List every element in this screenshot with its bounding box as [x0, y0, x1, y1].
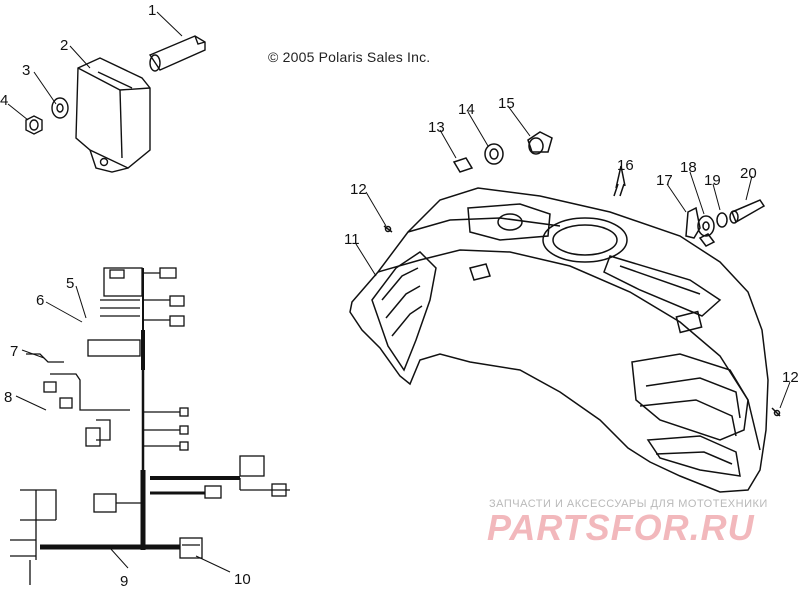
callout-8: 8: [4, 389, 12, 406]
watermark-tagline: ЗАПЧАСТИ И АКСЕССУАРЫ ДЛЯ МОТОТЕХНИКИ: [489, 498, 768, 510]
callout-3: 3: [22, 62, 30, 79]
callout-11: 11: [344, 231, 360, 248]
callout-1: 1: [148, 2, 156, 19]
callout-15: 15: [498, 95, 515, 112]
callout-4: 4: [0, 92, 8, 109]
callout-17: 17: [656, 172, 673, 189]
callout-12-left: 12: [350, 181, 367, 198]
leader-lines: [7, 11, 791, 573]
callout-6: 6: [36, 292, 44, 309]
callout-13: 13: [428, 119, 445, 136]
svg-text:PARTSFOR.RU: PARTSFOR.RU: [487, 507, 755, 548]
callout-12-right: 12: [782, 369, 799, 386]
callout-10: 10: [234, 571, 251, 588]
wiring-harness: [10, 267, 290, 585]
callout-20: 20: [740, 165, 757, 182]
callout-16: 16: [617, 157, 634, 174]
watermark-logo: PARTSFOR.RU: [487, 507, 755, 548]
callout-19: 19: [704, 172, 721, 189]
callout-9: 9: [120, 573, 128, 590]
callout-5: 5: [66, 275, 74, 292]
callout-18: 18: [680, 159, 697, 176]
callout-14: 14: [458, 101, 475, 118]
callout-7: 7: [10, 343, 18, 360]
copyright-notice: © 2005 Polaris Sales Inc.: [268, 49, 431, 65]
relay-module-assembly: [25, 35, 206, 173]
hood-pod-assembly: [349, 131, 781, 493]
callout-2: 2: [60, 37, 68, 54]
